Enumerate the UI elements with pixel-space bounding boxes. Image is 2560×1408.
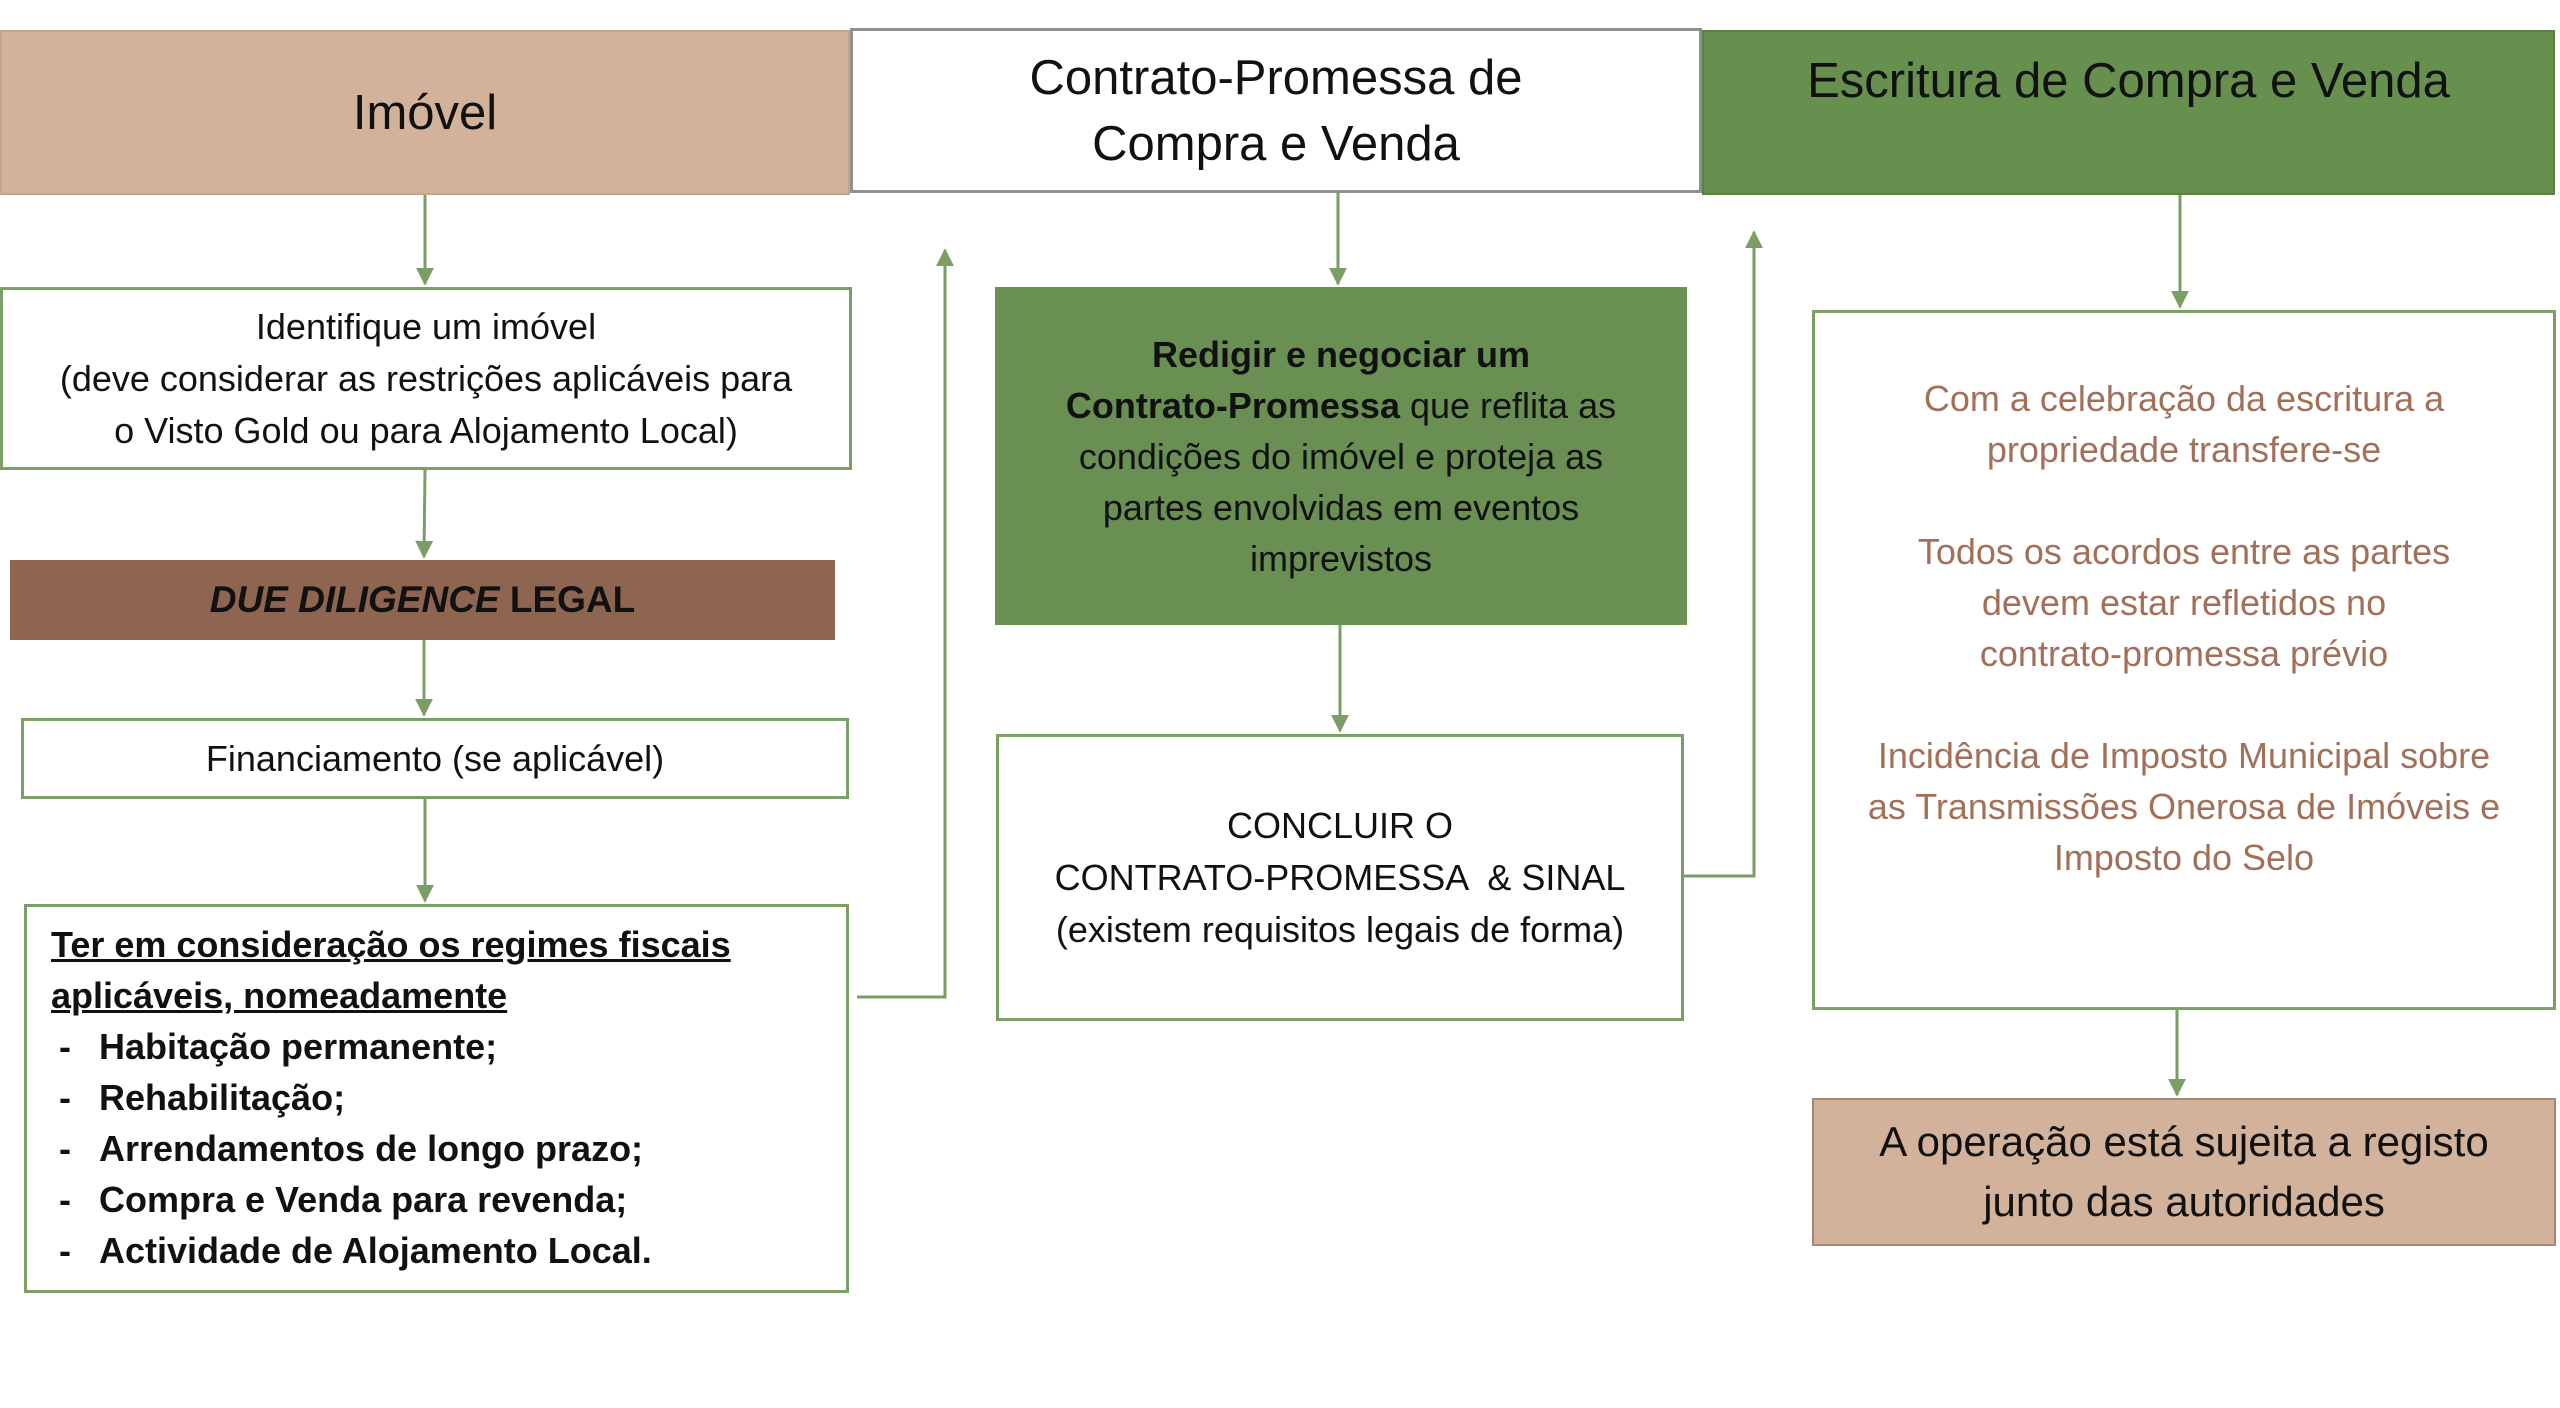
concluir-line1: CONCLUIR O: [1226, 804, 1454, 846]
celebracao-paragraph: Com a celebração da escritura a propried…: [1924, 373, 2444, 475]
identifique-line1: Identifique um imóvel: [255, 305, 597, 347]
bullet-dash: -: [59, 1026, 71, 1067]
celebracao-escritura-box: Com a celebração da escritura a propried…: [1812, 310, 2556, 1010]
list-item: -Habitação permanente;: [51, 1021, 652, 1072]
redigir-line1: Redigir e negociar um: [1152, 329, 1530, 380]
redigir-bold1: Redigir e negociar um: [1151, 333, 1531, 375]
p2-line2: devem estar refletidos no: [1981, 582, 2387, 623]
redigir-line2: Contrato-Promessa que reflita as: [1066, 380, 1616, 431]
header-contrato-line1: Contrato-Promessa de: [1029, 50, 1523, 105]
due-diligence-italic: DUE DILIGENCE: [209, 579, 500, 620]
redigir-line3: condições do imóvel e proteja as: [1078, 435, 1604, 477]
list-item-text: Actividade de Alojamento Local.: [99, 1230, 652, 1271]
list-item: -Arrendamentos de longo prazo;: [51, 1123, 652, 1174]
header-imovel-label: Imóvel: [352, 85, 498, 140]
redigir-bold2: Contrato-Promessa: [1065, 384, 1400, 426]
regimes-fiscais-list: -Habitação permanente; -Rehabilitação; -…: [51, 1021, 652, 1276]
concluir-line2: CONTRATO-PROMESSA & SINAL: [1054, 856, 1626, 898]
regimes-fiscais-box: Ter em consideração os regimes fiscais a…: [24, 904, 849, 1293]
arrow-fiscal-to-contrato: [857, 248, 954, 999]
list-item-text: Habitação permanente;: [99, 1026, 498, 1067]
p3-line2: as Transmissões Onerosa de Imóveis e: [1867, 786, 2501, 827]
header-imovel: Imóvel: [0, 30, 850, 195]
list-item: -Compra e Venda para revenda;: [51, 1174, 652, 1225]
arrow-concluir-to-escritura: [1684, 230, 1763, 878]
financiamento-box: Financiamento (se aplicável): [21, 718, 849, 799]
header-escritura-label: Escritura de Compra e Venda: [1807, 54, 2450, 108]
impostos-paragraph: Incidência de Imposto Municipal sobre as…: [1868, 730, 2500, 883]
p2-line3: contrato-promessa prévio: [1979, 633, 2389, 674]
bullet-dash: -: [59, 1230, 71, 1271]
list-item-text: Compra e Venda para revenda;: [99, 1179, 628, 1220]
redigir-line5: imprevistos: [1249, 537, 1433, 579]
p3-line1: Incidência de Imposto Municipal sobre: [1877, 735, 2491, 776]
p1-line1: Com a celebração da escritura a: [1923, 378, 2445, 419]
registo-line1: A operação está sujeita a registo: [1879, 1118, 2489, 1165]
list-item-text: Arrendamentos de longo prazo;: [99, 1128, 644, 1169]
p2-line1: Todos os acordos entre as partes: [1917, 531, 2451, 572]
registo-box: A operação está sujeita a registo junto …: [1812, 1098, 2556, 1246]
identifique-line3: o Visto Gold ou para Alojamento Local): [114, 409, 738, 451]
concluir-contrato-box: CONCLUIR O CONTRATO-PROMESSA & SINAL (ex…: [996, 734, 1684, 1021]
regimes-fiscais-heading-line1: Ter em consideração os regimes fiscais: [51, 924, 731, 965]
header-contrato-promessa: Contrato-Promessa de Compra e Venda: [850, 28, 1702, 193]
list-item: -Actividade de Alojamento Local.: [51, 1225, 652, 1276]
bullet-dash: -: [59, 1128, 71, 1169]
registo-line2: junto das autoridades: [1983, 1178, 2385, 1225]
list-item-text: Rehabilitação;: [99, 1077, 346, 1118]
redigir-rest1: que reflita as: [1399, 384, 1617, 426]
identifique-line2: (deve considerar as restrições aplicávei…: [59, 357, 793, 399]
identifique-imovel-box: Identifique um imóvel (deve considerar a…: [0, 287, 852, 470]
acordos-paragraph: Todos os acordos entre as partes devem e…: [1918, 526, 2450, 679]
header-escritura: Escritura de Compra e Venda: [1702, 30, 2555, 195]
concluir-line3: (existem requisitos legais de forma): [1055, 908, 1625, 950]
arrow-identifique-to-due: [415, 469, 434, 559]
header-contrato-line2: Compra e Venda: [1092, 116, 1460, 171]
due-diligence-rest: LEGAL: [499, 579, 636, 620]
redigir-line4: partes envolvidas em eventos: [1102, 486, 1580, 528]
due-diligence-box: DUE DILIGENCE LEGAL: [10, 560, 835, 640]
financiamento-label: Financiamento (se aplicável): [205, 737, 665, 779]
regimes-fiscais-heading-line2: aplicáveis, nomeadamente: [51, 975, 508, 1016]
list-item: -Rehabilitação;: [51, 1072, 652, 1123]
p1-line2: propriedade transfere-se: [1986, 429, 2382, 470]
redigir-contrato-box: Redigir e negociar um Contrato-Promessa …: [995, 287, 1687, 625]
bullet-dash: -: [59, 1179, 71, 1220]
bullet-dash: -: [59, 1077, 71, 1118]
due-diligence-label: DUE DILIGENCE LEGAL: [210, 579, 636, 621]
p3-line3: Imposto do Selo: [2053, 837, 2315, 878]
